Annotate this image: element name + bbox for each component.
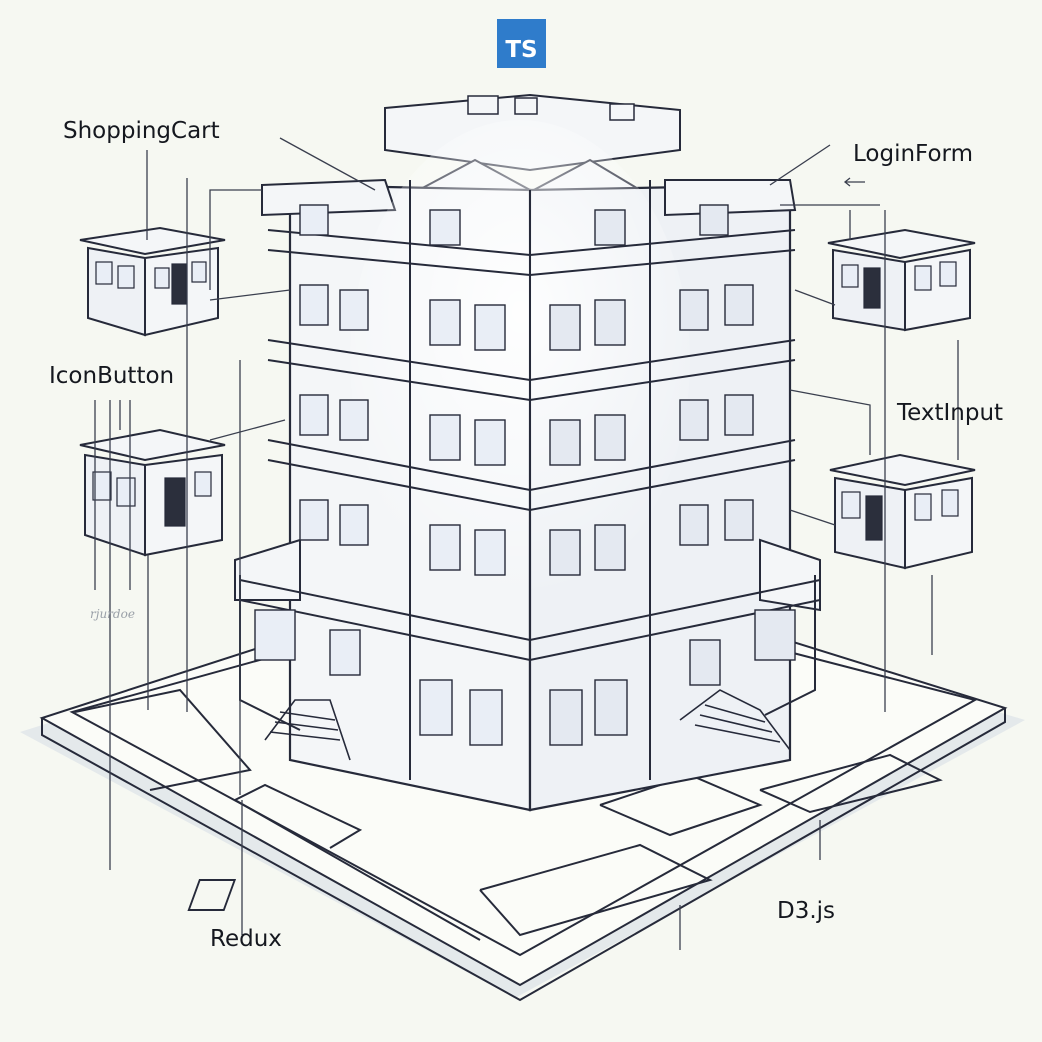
module-shopping-cart [79,226,226,337]
label-login-form: LoginForm [853,141,973,167]
label-icon-button: IconButton [49,363,175,389]
label-d3: D3.js [777,898,836,924]
label-redux: Redux [210,926,282,952]
typescript-logo-text: TS [505,37,538,63]
module-icon-button [79,428,226,557]
module-text-input [829,453,976,570]
label-shopping-cart: ShoppingCart [63,118,220,144]
connector-lines [94,137,959,950]
label-text-input: TextInput [897,400,1004,426]
module-login-form [827,228,976,332]
typescript-logo-box [497,19,546,68]
signature: rjurdoe [90,607,135,621]
building [234,93,821,812]
